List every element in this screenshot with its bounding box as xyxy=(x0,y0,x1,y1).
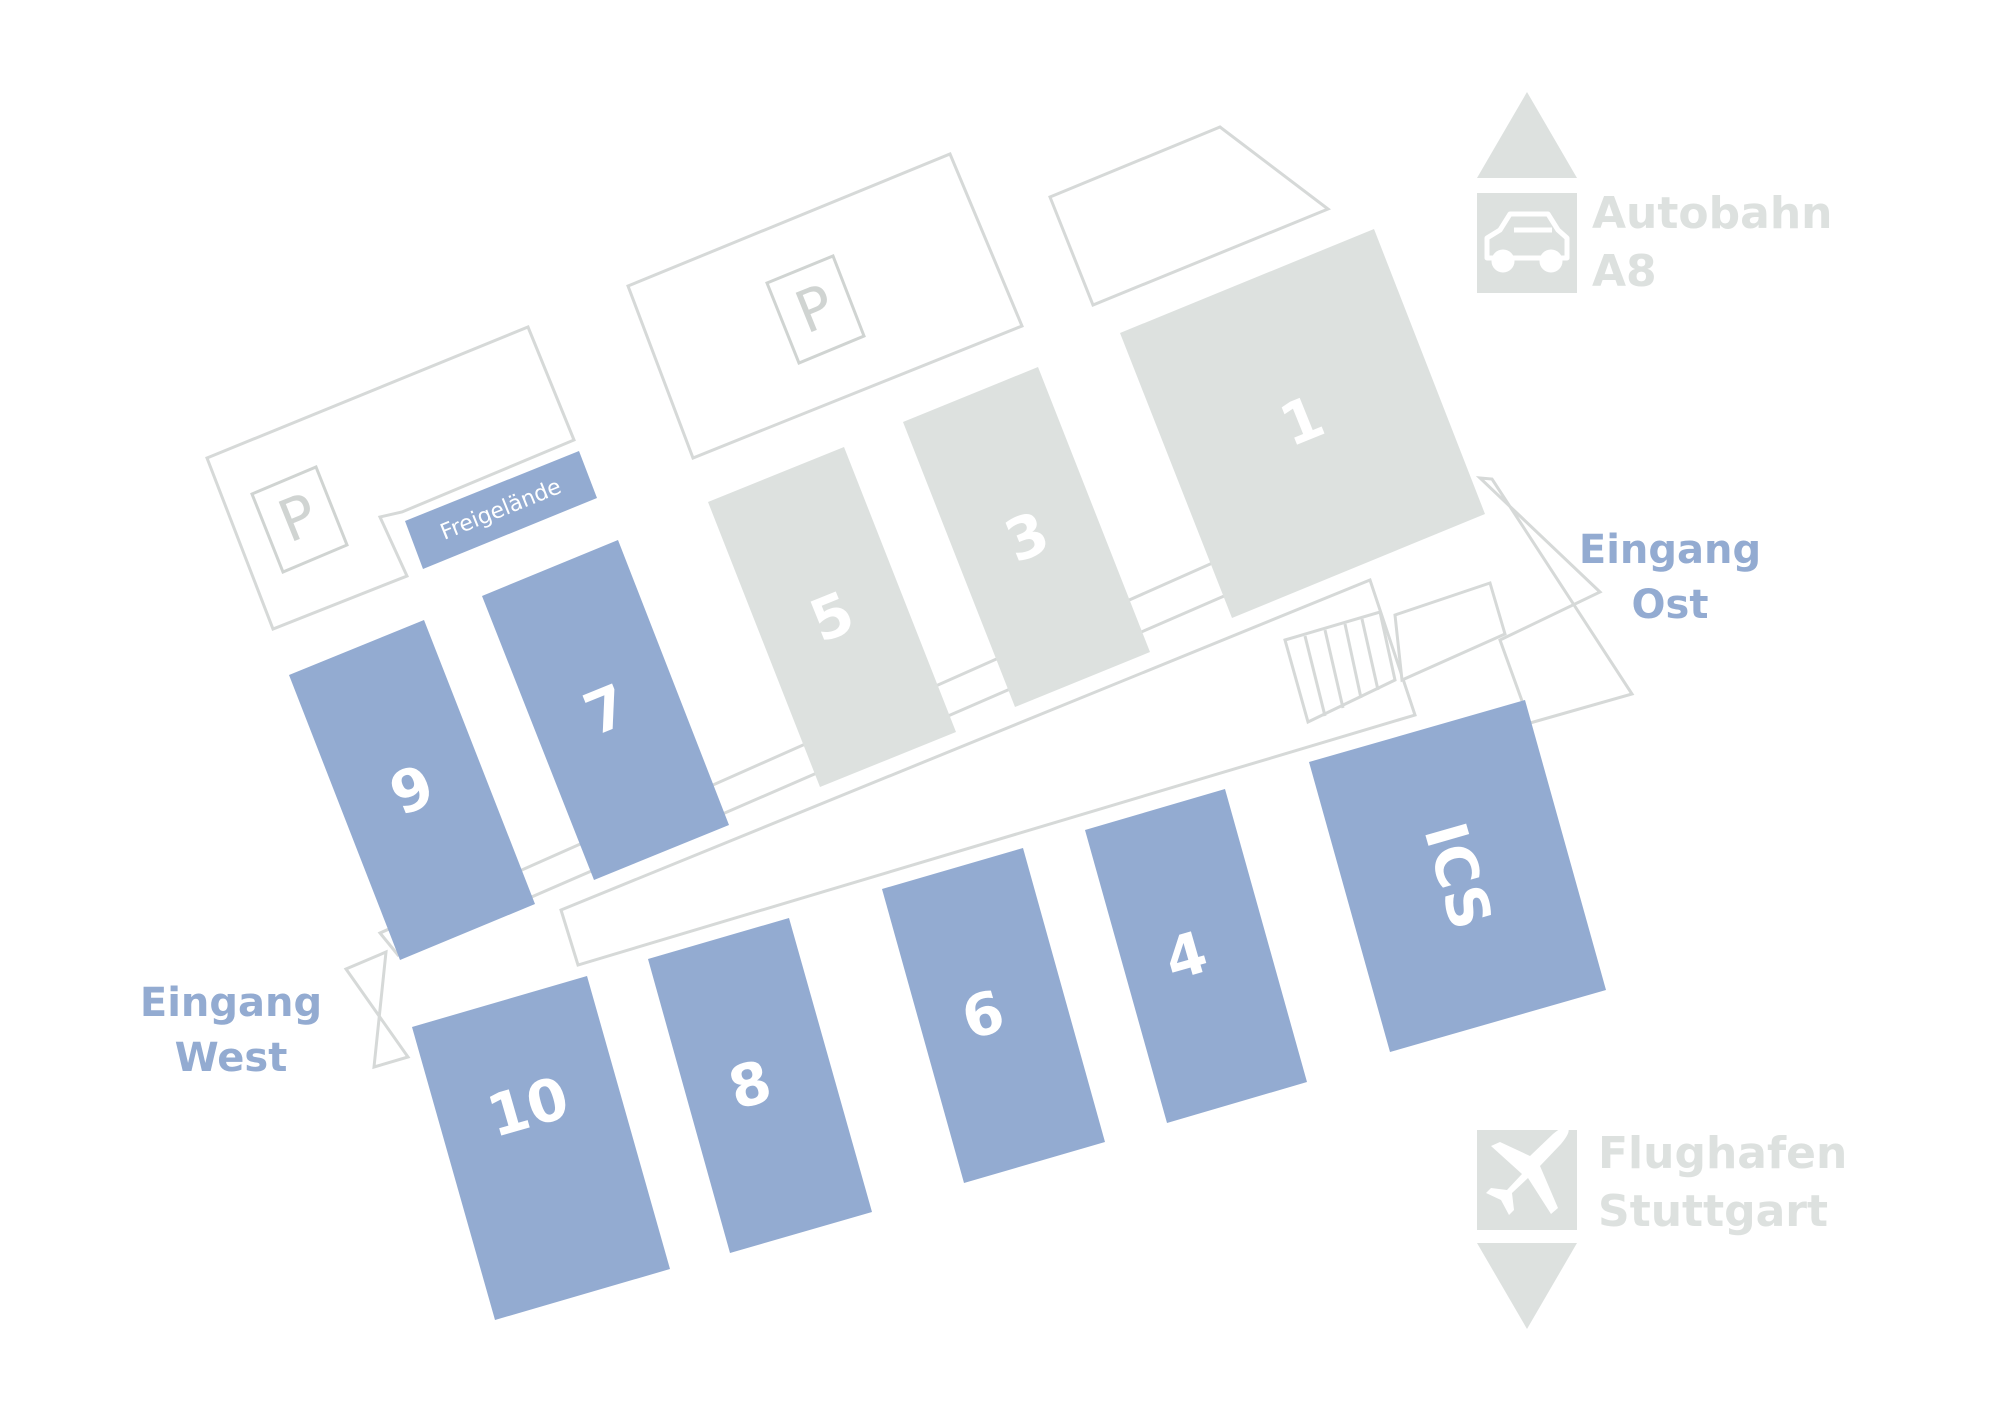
entrance-west-label[interactable]: Eingang West xyxy=(140,980,322,1081)
hall-5[interactable]: 5 xyxy=(708,447,956,787)
parking-sign-west: P xyxy=(250,465,349,574)
svg-text:Flughafen: Flughafen xyxy=(1598,1128,1847,1179)
svg-text:A8: A8 xyxy=(1592,246,1657,297)
entrance-east-area xyxy=(1475,476,1635,725)
walkway-central xyxy=(559,578,1417,967)
car-icon xyxy=(1484,211,1570,273)
ramp-east xyxy=(1393,581,1507,683)
hall-8[interactable]: 8 xyxy=(648,918,872,1253)
hall-3[interactable]: 3 xyxy=(903,367,1150,707)
svg-text:Eingang: Eingang xyxy=(140,980,322,1026)
stairs-lines xyxy=(1303,618,1380,717)
hall-4[interactable]: 4 xyxy=(1085,789,1307,1123)
hall-7[interactable]: 7 xyxy=(482,540,729,880)
svg-text:Ost: Ost xyxy=(1632,582,1709,628)
entrance-west-area xyxy=(343,949,411,1070)
airplane-icon xyxy=(1486,1126,1569,1215)
svg-text:Stuttgart: Stuttgart xyxy=(1598,1186,1828,1237)
svg-text:West: West xyxy=(175,1035,288,1081)
direction-flughafen[interactable]: Flughafen Stuttgart xyxy=(1477,1126,1847,1329)
entrance-east-label[interactable]: Eingang Ost xyxy=(1579,527,1761,628)
hall-6[interactable]: 6 xyxy=(882,848,1105,1183)
svg-text:Autobahn: Autobahn xyxy=(1592,188,1832,239)
hall-1[interactable]: 1 xyxy=(1120,229,1485,618)
hall-9[interactable]: 9 xyxy=(289,620,535,960)
lot-northeast xyxy=(1048,125,1332,307)
hall-ics[interactable]: ICS xyxy=(1309,700,1606,1052)
arrow-down-icon xyxy=(1477,1243,1577,1329)
direction-autobahn[interactable]: Autobahn A8 xyxy=(1477,92,1832,297)
arrow-up-icon xyxy=(1477,92,1577,178)
hall-10[interactable]: 10 xyxy=(412,976,670,1320)
parking-sign-north: P xyxy=(765,254,866,365)
svg-text:Eingang: Eingang xyxy=(1579,527,1761,573)
